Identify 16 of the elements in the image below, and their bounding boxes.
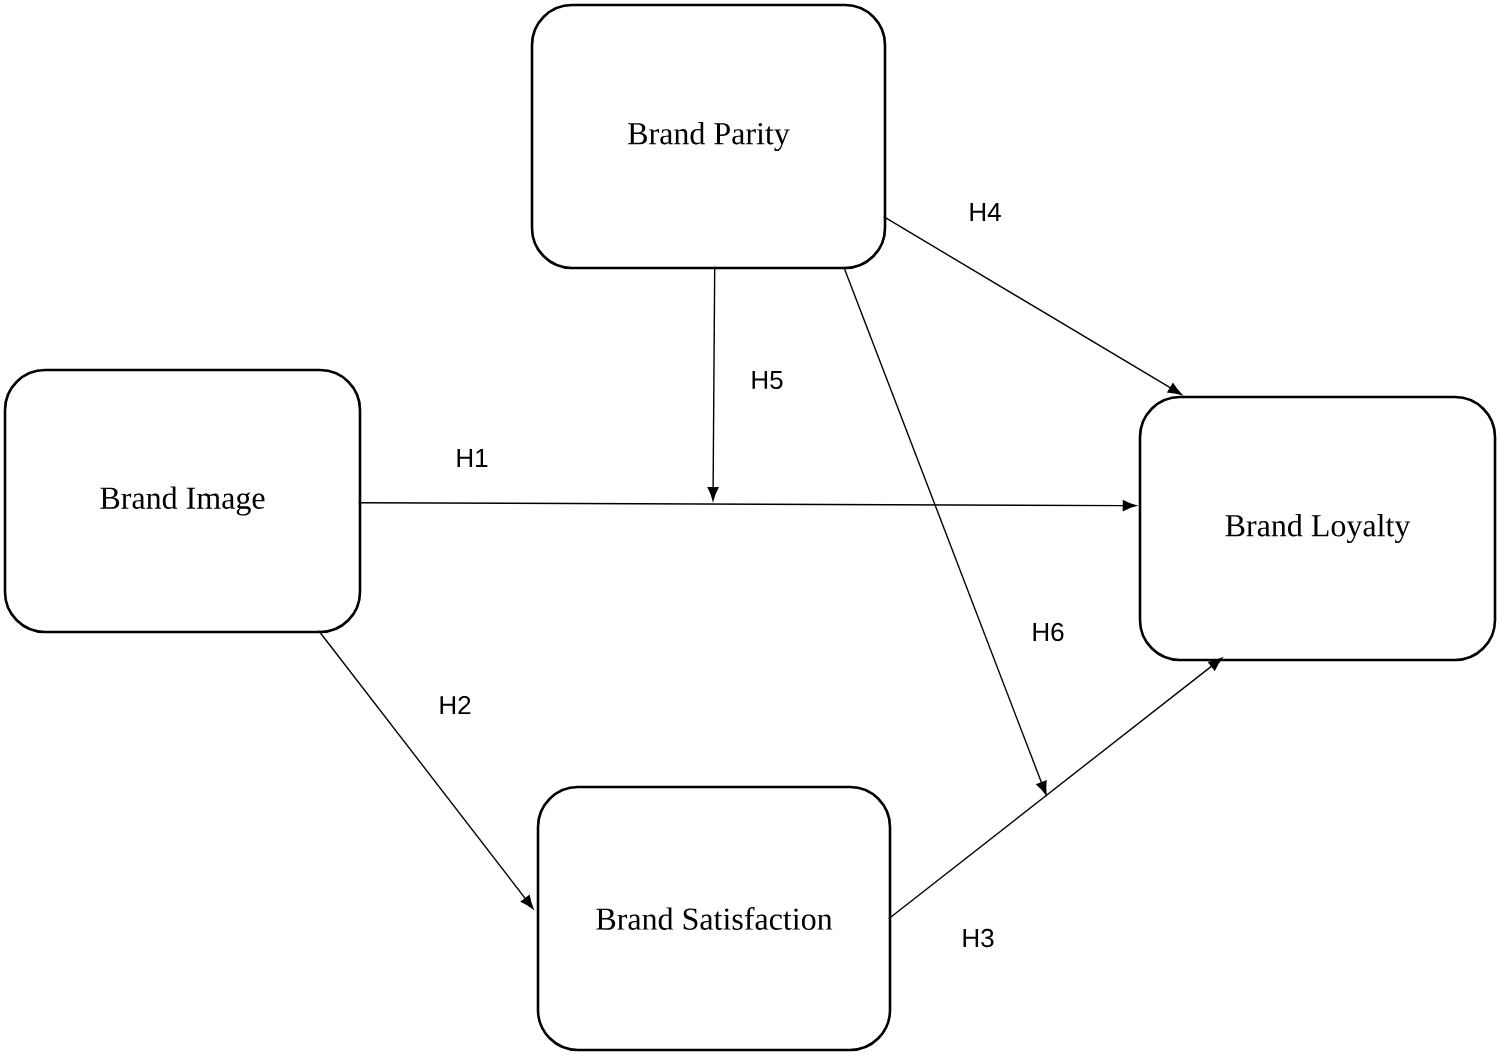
edge-label: H2	[440, 695, 471, 715]
arrow	[888, 657, 1223, 920]
arrow	[358, 500, 1137, 512]
concept-box: Brand Image	[3, 368, 362, 634]
concept-box: Brand Loyalty	[1138, 395, 1497, 662]
edge-label: H6	[1033, 622, 1064, 642]
arrow	[883, 216, 1182, 395]
edge-label: H1	[457, 449, 488, 467]
edge-label: H4	[970, 203, 1001, 221]
concept-box: Brand Satisfaction	[536, 785, 892, 1052]
concept-box: Brand Parity	[530, 3, 887, 270]
arrow	[707, 266, 719, 501]
edge-label: H5	[752, 370, 783, 390]
edge-label: H3	[963, 928, 994, 948]
arrow	[318, 630, 534, 910]
arrow	[843, 266, 1047, 795]
